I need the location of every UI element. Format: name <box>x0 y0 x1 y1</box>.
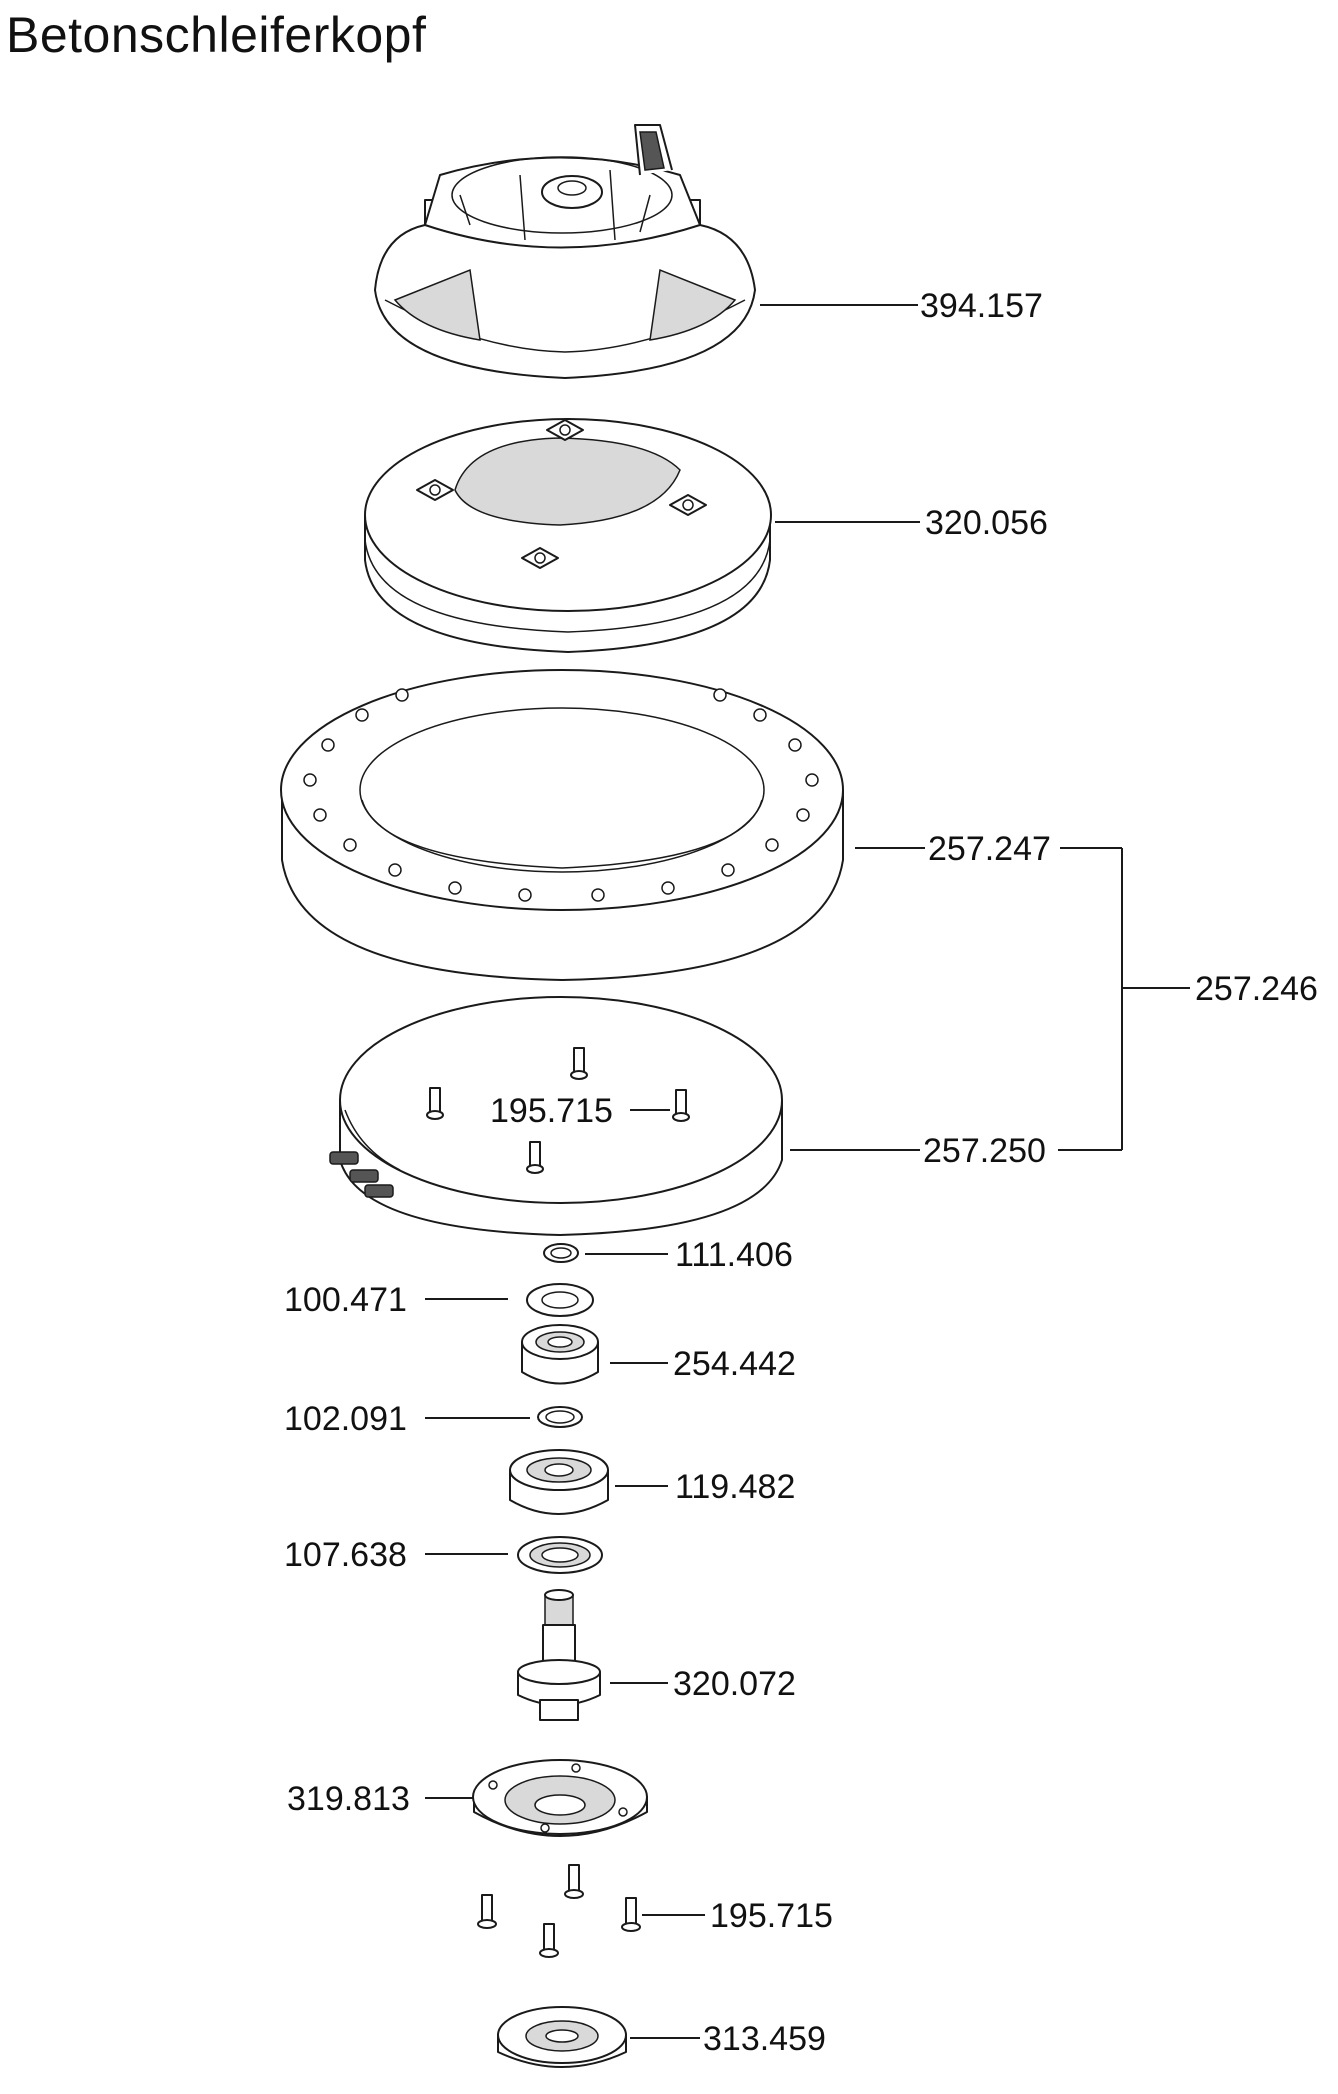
flange-holes-icon <box>488 1763 628 1833</box>
part-119482-bearing: 119.482 <box>509 1449 795 1515</box>
part-label-195715-upper: 195.715 <box>490 1092 613 1130</box>
part-label-257250: 257.250 <box>923 1132 1046 1170</box>
leader-394157: 394.157 <box>760 287 1043 325</box>
leader-320056: 320.056 <box>775 504 1048 542</box>
leader-257250: 257.250 <box>790 1132 1122 1170</box>
part-label-254442: 254.442 <box>673 1345 796 1383</box>
part-label-102091: 102.091 <box>284 1400 407 1438</box>
part-label-320072: 320.072 <box>673 1665 796 1703</box>
part-label-111406: 111.406 <box>675 1236 793 1274</box>
part-label-319813: 319.813 <box>287 1780 410 1818</box>
part-107638-seal: 107.638 <box>284 1536 603 1574</box>
part-100471-washer: 100.471 <box>284 1281 594 1319</box>
screw-icon <box>477 1864 641 1958</box>
clamp-bolt-icon <box>329 1151 394 1198</box>
part-label-257246: 257.246 <box>1195 970 1318 1008</box>
part-label-119482: 119.482 <box>675 1468 795 1506</box>
part-label-394157: 394.157 <box>920 287 1043 325</box>
group-bracket-257246: 257.246 <box>1121 848 1318 1150</box>
mount-lug-icon <box>416 419 707 569</box>
part-320056-cover-plate <box>364 418 772 653</box>
part-111406-snap-ring: 111.406 <box>543 1236 793 1274</box>
part-label-320056: 320.056 <box>925 504 1048 542</box>
page-title: Betonschleiferkopf <box>6 7 427 63</box>
leader-257247: 257.247 <box>855 830 1122 868</box>
part-label-107638: 107.638 <box>284 1536 407 1574</box>
part-102091-circlip: 102.091 <box>284 1400 583 1438</box>
part-195715-screws: 195.715 <box>477 1864 833 1958</box>
part-394157-housing <box>374 124 756 379</box>
part-label-257247: 257.247 <box>928 830 1051 868</box>
pin-icon <box>426 1047 690 1174</box>
part-label-195715-lower: 195.715 <box>710 1897 833 1935</box>
part-label-100471: 100.471 <box>284 1281 407 1319</box>
part-313459-disc: 313.459 <box>497 2006 826 2068</box>
ring-bolt-holes-icon <box>303 688 819 902</box>
part-320072-spindle: 320.072 <box>517 1589 796 1721</box>
part-319813-flange: 319.813 <box>287 1759 648 1837</box>
part-254442-bearing: 254.442 <box>521 1324 796 1385</box>
part-257247-ring <box>280 669 844 981</box>
part-label-313459: 313.459 <box>703 2020 826 2058</box>
part-257250-base-ring: 195.715 <box>329 996 783 1236</box>
